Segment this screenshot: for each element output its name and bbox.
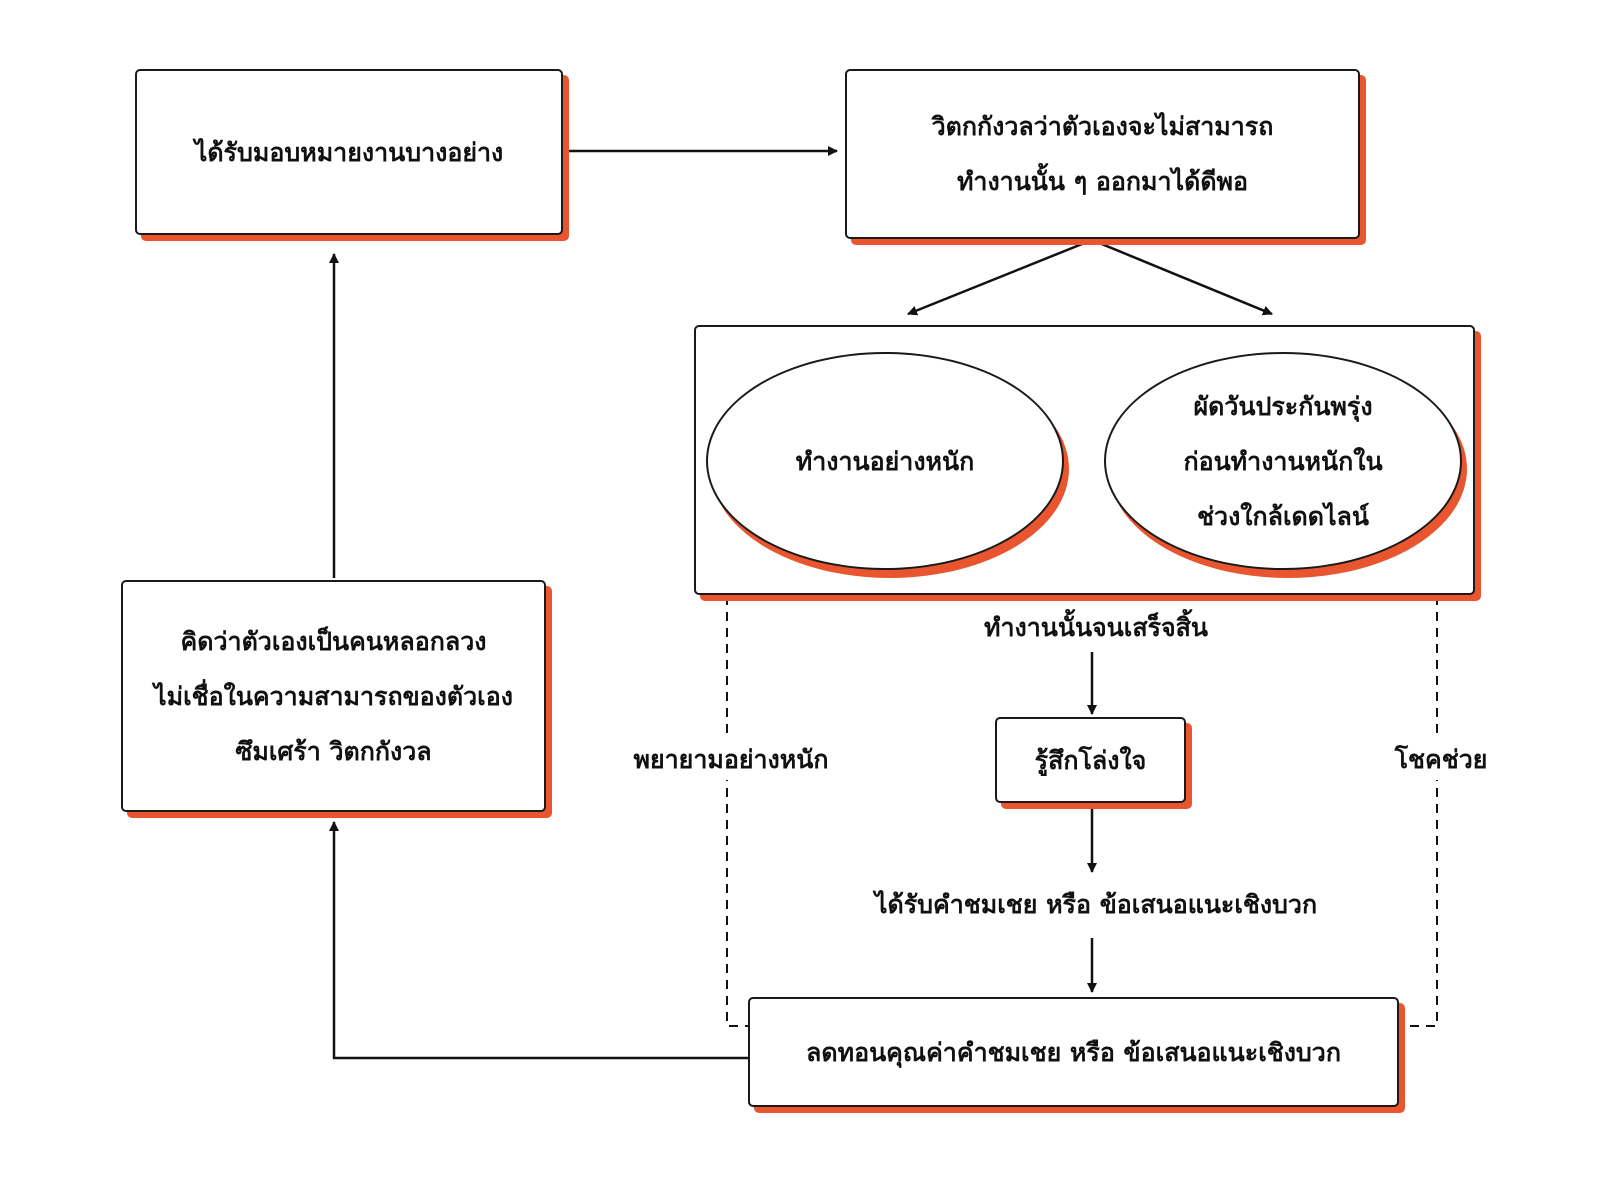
node-procrastinate-line-2: ก่อนทำงานหนักใน <box>1183 446 1383 476</box>
node-work-hard: ทำงานอย่างหนัก <box>706 352 1064 570</box>
node-impostor: คิดว่าตัวเองเป็นคนหลอกลวง ไม่เชื่อในความ… <box>121 580 546 812</box>
node-impostor-line-3: ซึมเศร้า วิตกกังวล <box>235 736 432 766</box>
label-tried-hard: พยายามอย่างหนัก <box>617 740 845 780</box>
node-work-hard-line: ทำงานอย่างหนัก <box>795 446 975 476</box>
node-relief-line: รู้สึกโล่งใจ <box>1034 745 1147 775</box>
node-worry: วิตกกังวลว่าตัวเองจะไม่สามารถ ทำงานนั้น … <box>845 69 1360 239</box>
arrow-discount-to-impostor <box>329 821 748 1060</box>
label-praise-received: ได้รับคำชมเชย หรือ ข้อเสนอแนะเชิงบวก <box>842 885 1350 925</box>
label-task-completed: ทำงานนั้นจนเสร็จสิ้น <box>942 608 1250 648</box>
dashed-line-luck <box>1400 596 1438 1027</box>
node-discount: ลดทอนคุณค่าคำชมเชย หรือ ข้อเสนอแนะเชิงบว… <box>748 997 1399 1107</box>
node-worry-line-1: วิตกกังวลว่าตัวเองจะไม่สามารถ <box>931 112 1274 141</box>
node-procrastinate: ผัดวันประกันพรุ่ง ก่อนทำงานหนักใน ช่วงใก… <box>1104 352 1462 570</box>
arrow-worry-to-procrastinate <box>1091 238 1273 316</box>
node-impostor-line-1: คิดว่าตัวเองเป็นคนหลอกลวง <box>180 626 487 656</box>
node-procrastinate-line-1: ผัดวันประกันพรุ่ง <box>1193 391 1373 421</box>
node-assigned-task: ได้รับมอบหมายงานบางอย่าง <box>135 69 563 235</box>
node-relief: รู้สึกโล่งใจ <box>995 717 1186 803</box>
arrow-worry-to-work-hard <box>907 238 1093 316</box>
node-discount-line: ลดทอนคุณค่าคำชมเชย หรือ ข้อเสนอแนะเชิงบว… <box>806 1037 1341 1067</box>
label-luck: โชคช่วย <box>1377 740 1505 780</box>
node-assigned-task-line: ได้รับมอบหมายงานบางอย่าง <box>194 137 504 167</box>
node-worry-line-2: ทำงานนั้น ๆ ออกมาได้ดีพอ <box>956 167 1249 196</box>
node-impostor-line-2: ไม่เชื่อในความสามารถของตัวเอง <box>154 681 513 711</box>
node-procrastinate-line-3: ช่วงใกล้เดดไลน์ <box>1197 501 1369 531</box>
dashed-line-tried-hard <box>726 596 748 1027</box>
